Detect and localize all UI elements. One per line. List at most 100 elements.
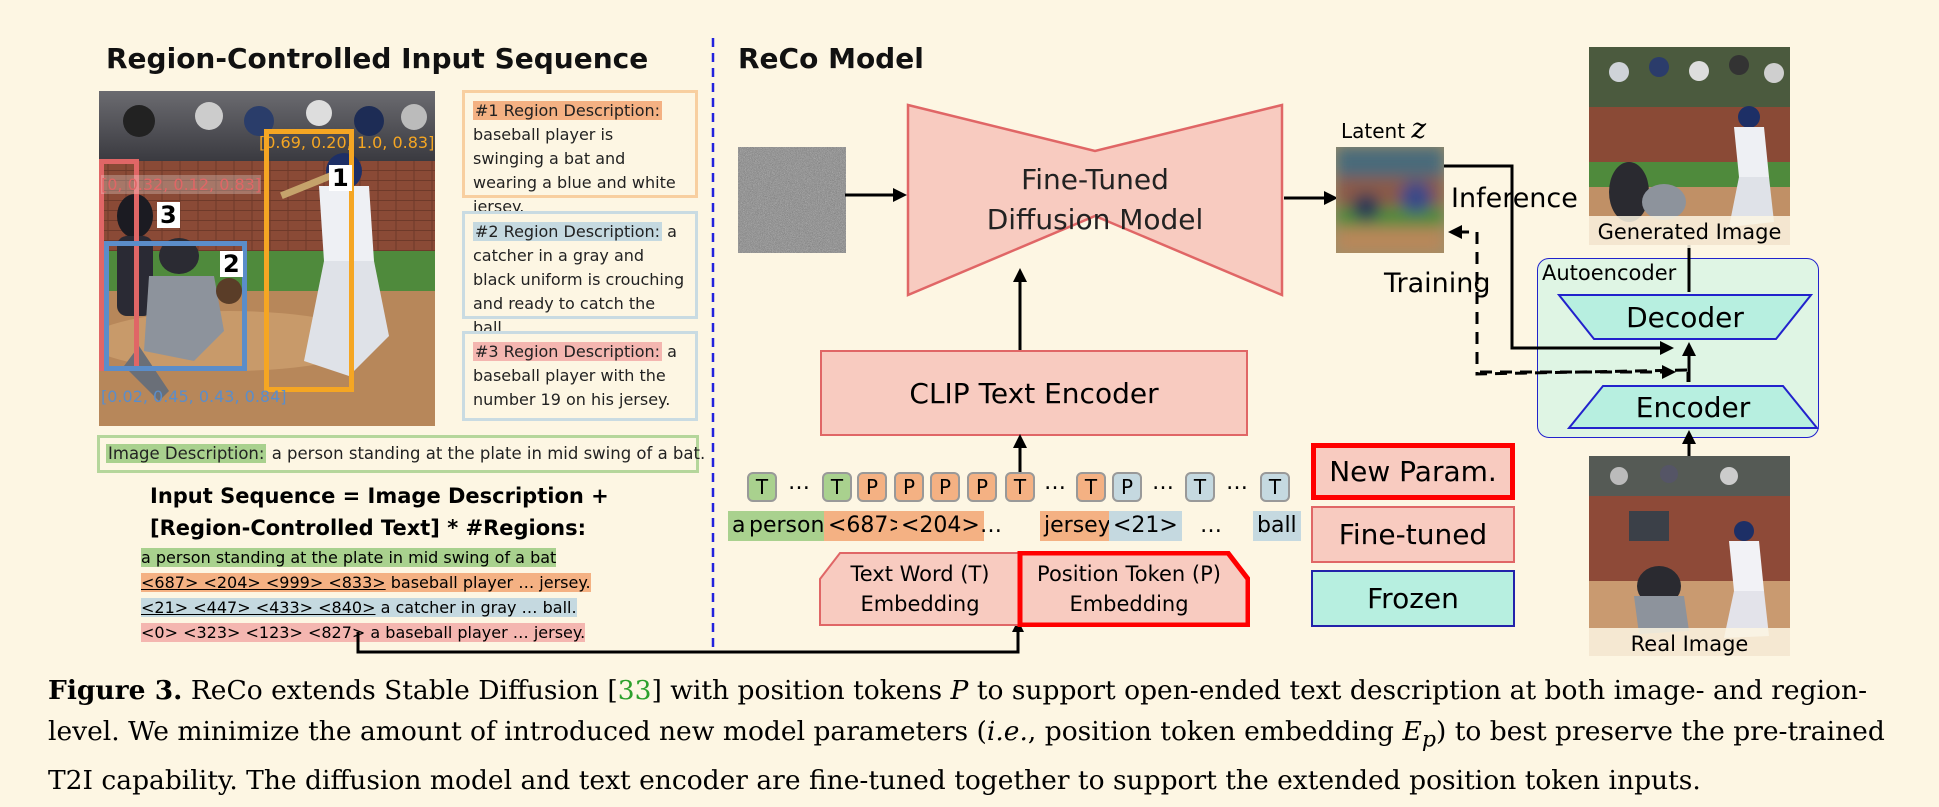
token-t: T <box>1005 472 1035 502</box>
caption-part-3: to support open-ended text description a… <box>48 675 1868 747</box>
word-ball: ball <box>1253 511 1301 541</box>
region-description-1-label: #1 Region Description: <box>473 101 663 120</box>
legend-fine-tuned: Fine-tuned <box>1311 506 1515 563</box>
symbol-ep-subscript: p <box>1421 727 1436 753</box>
word-204: <204> <box>897 511 984 541</box>
baseball-photo: 1 2 3 [0.69, 0.20, 1.0, 0.83] [0, 0.32, … <box>99 91 435 426</box>
token-t: T <box>822 472 852 502</box>
caption-part-2: ] with position tokens <box>651 675 951 706</box>
caption-part-4: , position token embedding <box>1027 716 1403 747</box>
word-ellipsis: … <box>980 513 1002 538</box>
clip-to-diffusion-arrow <box>1013 268 1027 352</box>
region-description-3: #3 Region Description: a baseball player… <box>462 331 698 421</box>
sequence-line-2-tokens: <687> <204> <999> <833> <box>141 573 386 592</box>
image-description: Image Description: a person standing at … <box>97 435 705 473</box>
region-description-2: #2 Region Description: a catcher in a gr… <box>462 211 698 337</box>
region-number-3: 3 <box>157 202 180 228</box>
diffusion-model-line1: Fine-Tuned <box>1021 163 1169 196</box>
region-coords-3: [0, 0.32, 0.12, 0.83] <box>101 175 262 194</box>
encoder-label: Encoder <box>1635 390 1751 424</box>
latent-label-text: Latent <box>1341 119 1406 143</box>
sequence-line-1: a person standing at the plate in mid sw… <box>141 548 557 567</box>
position-token-embedding-line2: Embedding <box>1069 592 1189 616</box>
diffusion-model-label: Fine-Tuned Diffusion Model <box>906 155 1284 245</box>
word-jersey: jersey <box>1040 511 1115 541</box>
region-number-2: 2 <box>220 251 243 277</box>
region-box-2 <box>104 241 247 371</box>
figure-number: Figure 3. <box>48 675 183 706</box>
diffusion-to-latent-arrow <box>1284 191 1338 205</box>
word-687: <687> <box>824 511 911 541</box>
noise-image <box>738 147 846 253</box>
region-coords-2: [0.02, 0.45, 0.43, 0.84] <box>101 387 287 406</box>
region-description-3-text: a baseball player with the number 19 on … <box>473 342 677 409</box>
text-word-embedding-line1: Text Word (T) <box>850 562 990 586</box>
sequence-line-3-text: a catcher in gray … ball. <box>375 598 577 617</box>
region-description-3-label: #3 Region Description: <box>473 342 663 361</box>
decoder-label: Decoder <box>1626 300 1744 334</box>
baseball-photo-art <box>99 91 435 426</box>
position-token-embedding-line1: Position Token (P) <box>1037 562 1221 586</box>
ie-abbrev: i.e. <box>986 716 1028 747</box>
caption-part-5: ) to best preserve the pre-trained T2I c… <box>48 716 1885 797</box>
generated-image-label: Generated Image <box>1597 220 1782 244</box>
region-description-1: #1 Region Description: baseball player i… <box>462 90 698 216</box>
encoder-shape <box>1567 385 1819 429</box>
citation-link[interactable]: 33 <box>617 675 652 706</box>
sequence-line-2-text: baseball player … jersey. <box>385 573 591 592</box>
symbol-ep: E <box>1402 716 1422 747</box>
tokens-to-clip-arrow <box>1013 434 1027 472</box>
real-image-label: Real Image <box>1630 632 1749 656</box>
region-coords-1: [0.69, 0.20, 1.0, 0.83] <box>259 133 435 152</box>
clip-text-encoder: CLIP Text Encoder <box>820 350 1248 436</box>
token-ellipsis: … <box>788 470 810 495</box>
position-token-embedding: Position Token (P) Embedding <box>1022 556 1236 622</box>
noise-to-diffusion-arrow <box>845 188 907 202</box>
latent-symbol: z <box>1411 112 1427 145</box>
token-t: T <box>1076 472 1106 502</box>
figure-caption: Figure 3. ReCo extends Stable Diffusion … <box>48 670 1898 801</box>
diffusion-model-shape <box>906 103 1284 297</box>
legend-frozen: Frozen <box>1311 570 1515 627</box>
word-a: a <box>728 511 750 541</box>
region-box-1 <box>264 129 354 392</box>
token-ellipsis: … <box>1226 470 1248 495</box>
symbol-p: P <box>950 675 969 706</box>
token-p: P <box>857 472 887 502</box>
token-t: T <box>1260 472 1290 502</box>
sequence-line-4: <0> <323> <123> <827> a baseball player … <box>141 623 586 642</box>
image-description-text: a person standing at the plate in mid sw… <box>266 444 706 463</box>
training-label: Training <box>1384 268 1491 299</box>
region-number-1: 1 <box>329 165 352 191</box>
token-p: P <box>930 472 960 502</box>
inference-label: Inference <box>1451 183 1578 214</box>
region-description-1-text: baseball player is swinging a bat and we… <box>473 125 676 216</box>
token-p: P <box>894 472 924 502</box>
input-sequence: a person standing at the plate in mid sw… <box>141 545 591 645</box>
token-p: P <box>967 472 997 502</box>
real-image <box>1589 456 1790 656</box>
region-description-2-label: #2 Region Description: <box>473 222 663 241</box>
image-description-label: Image Description: <box>106 444 267 463</box>
token-p: P <box>1112 472 1142 502</box>
model-section-title: ReCo Model <box>738 42 924 75</box>
token-t: T <box>1185 472 1215 502</box>
input-sequence-title: Input Sequence = Image Description + [Re… <box>150 480 609 544</box>
text-word-embedding-line2: Embedding <box>860 592 980 616</box>
token-ellipsis: … <box>1044 470 1066 495</box>
input-sequence-title-line1: Input Sequence = Image Description + <box>150 484 609 508</box>
input-sequence-title-line2: [Region-Controlled Text] * #Regions: <box>150 516 587 540</box>
word-ellipsis: … <box>1200 513 1222 538</box>
word-21: <21> <box>1109 511 1182 541</box>
left-section-title: Region-Controlled Input Sequence <box>106 42 649 75</box>
decoder-shape <box>1557 294 1813 340</box>
section-divider <box>711 38 715 650</box>
sequence-line-3-tokens: <21> <447> <433> <840> <box>141 598 376 617</box>
latent-label: Latent z <box>1341 112 1426 145</box>
latent-image <box>1336 147 1444 253</box>
text-word-embedding: Text Word (T) Embedding <box>820 556 1020 622</box>
embedding-shapes <box>819 551 1250 627</box>
legend-new-param: New Param. <box>1311 443 1515 500</box>
autoencoder-label: Autoencoder <box>1542 261 1677 285</box>
token-ellipsis: … <box>1152 470 1174 495</box>
